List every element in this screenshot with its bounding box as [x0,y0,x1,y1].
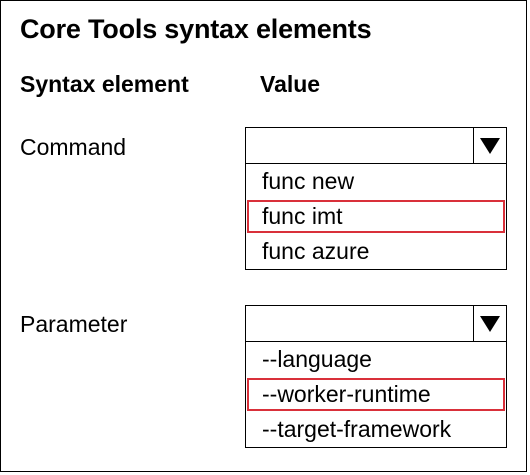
row-label-parameter: Parameter [20,311,128,337]
command-dropdown-field[interactable] [246,128,506,164]
dropdown-option-worker-runtime[interactable]: --worker-runtime [246,377,506,412]
header-syntax-element: Syntax element [20,71,189,97]
dropdown-option-language[interactable]: --language [262,346,372,372]
command-dropdown-toggle[interactable] [473,128,506,163]
dropdown-option-func-azure[interactable]: func azure [262,238,370,264]
dropdown-option-func-imt[interactable]: func imt [246,199,506,234]
triangle-down-icon [480,315,500,332]
header-value: Value [260,71,321,97]
row-label-command: Command [20,134,127,160]
dropdown-option-func-new[interactable]: func new [262,168,355,194]
dropdown-option-target-framework[interactable]: --target-framework [262,416,452,442]
command-dropdown[interactable]: func new func imt func azure [245,127,507,270]
parameter-dropdown-field[interactable] [246,306,506,342]
page-title: Core Tools syntax elements [20,14,372,44]
triangle-down-icon [480,137,500,154]
parameter-dropdown-toggle[interactable] [473,306,506,341]
parameter-dropdown[interactable]: --language --worker-runtime --target-fra… [245,305,507,448]
